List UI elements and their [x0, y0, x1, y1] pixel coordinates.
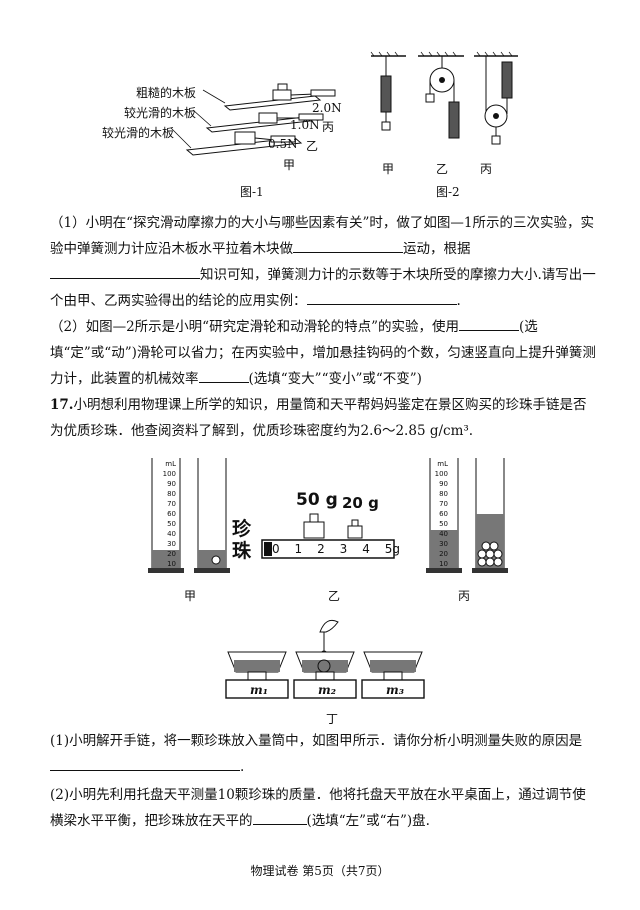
fig3-tag-yi: 乙 [328, 589, 341, 603]
q17-part1: (1)小明解开手链，将一颗珍珠放入量筒中，如图甲所示．请你分析小明测量失败的原因… [50, 733, 583, 775]
fig3-tag-bing: 丙 [458, 589, 471, 603]
mass-m3: m₃ [386, 683, 404, 697]
q16-part1: （1）小明在“探究滑动摩擦力的大小与哪些因素有关”时，做了如图—1所示的三次实验… [50, 215, 596, 309]
fig3-tag-ding: 丁 [326, 712, 339, 726]
weight-50g-label: 50 g [296, 490, 338, 510]
cylinder-jia-2 [194, 458, 230, 573]
cylinder-bing-1 [426, 458, 462, 573]
page-footer: 物理试卷 第5页（共7页） [250, 864, 390, 878]
pearl-label: 珍珠 [232, 518, 252, 562]
q16-part2: （2）如图—2所示是小明“研究定滑轮和动滑轮的特点”的实验，使用(选填“定”或“… [50, 314, 598, 392]
figure-1 [170, 83, 336, 156]
blank-pan [252, 810, 307, 825]
tag-jia: 甲 [283, 158, 296, 172]
figure-ding [225, 619, 425, 699]
tag-yi: 乙 [306, 139, 319, 153]
blank-failure-reason [50, 756, 240, 771]
label-smooth-board-1: 较光滑的木板 [124, 106, 197, 120]
weight-20g-label: 20 g [342, 494, 379, 512]
balance-m3 [361, 651, 425, 699]
weight-20g [347, 519, 363, 539]
label-rough-board: 粗糙的木板 [136, 86, 197, 100]
blank-pulley-type [458, 316, 519, 331]
figure-1-caption: 图-1 [240, 185, 264, 199]
blank-knowledge [50, 264, 200, 279]
reading-yi: 1.0N [290, 118, 320, 132]
fig3-tag-jia: 甲 [184, 589, 197, 603]
weight-50g [303, 513, 325, 539]
reading-jia: 0.5N [268, 137, 298, 151]
blank-efficiency [198, 368, 249, 383]
figure-3 [148, 458, 508, 573]
figure-2 [370, 51, 518, 145]
cylinder-jia [148, 458, 184, 573]
label-smooth-board-2: 较光滑的木板 [102, 126, 175, 140]
mass-m1: m₁ [250, 683, 268, 697]
fig2-tag-jia: 甲 [382, 162, 395, 176]
balance-m2 [293, 651, 357, 699]
fig2-tag-bing: 丙 [480, 162, 493, 176]
tag-bing: 丙 [322, 120, 335, 134]
blank-example [306, 290, 457, 305]
rider-scale [261, 539, 395, 559]
q17-part2: (2)小明先利用托盘天平测量10颗珍珠的质量．他将托盘天平放在水平桌面上，通过调… [50, 787, 586, 829]
figure-2-caption: 图-2 [436, 185, 460, 199]
reading-bing: 2.0N [312, 101, 342, 115]
mass-m2: m₂ [318, 683, 336, 697]
q17-intro: 17.小明想利用物理课上所学的知识，用量筒和天平帮妈妈鉴定在景区购买的珍珠手链是… [50, 397, 587, 439]
fig2-tag-yi: 乙 [436, 162, 449, 176]
blank-motion [293, 238, 403, 253]
cylinder-bing-2 [472, 458, 508, 573]
balance-m1 [225, 651, 289, 699]
